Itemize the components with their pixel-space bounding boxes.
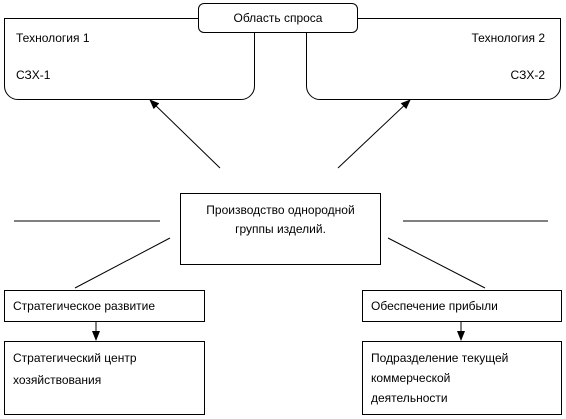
technology-2-title: Технология 2 [471,31,546,45]
line-to-profit-provision [387,237,486,289]
production-line-1: Производство однородной [206,203,355,217]
demand-area-box: Область спроса [198,3,358,33]
line-to-strategic-development [74,237,171,289]
demand-area-label: Область спроса [233,11,323,25]
strategic-development-label: Стратегическое развитие [13,299,156,313]
technology-2-code: СЗХ-2 [510,68,545,82]
current-division-box: Подразделение текущей коммерческой деяте… [362,341,562,415]
technology-1-title: Технология 1 [16,31,90,45]
production-line-2: группы изделий. [235,222,326,236]
strategic-center-line-2: хозяйствования [13,373,102,387]
technology-1-code: СЗХ-1 [16,68,51,82]
strategic-development-box: Стратегическое развитие [4,290,205,322]
current-division-line-1: Подразделение текущей [371,351,509,365]
strategic-center-line-1: Стратегический центр [13,351,137,365]
production-box: Производство однородной группы изделий. [180,193,381,265]
profit-provision-box: Обеспечение прибыли [362,290,562,322]
strategic-center-box: Стратегический центр хозяйствования [4,341,205,415]
arrow-to-technology-1 [149,99,221,169]
profit-provision-label: Обеспечение прибыли [371,299,498,313]
arrow-to-technology-2 [337,99,411,169]
current-division-line-2: коммерческой [371,371,451,385]
current-division-line-3: деятельности [371,391,448,405]
